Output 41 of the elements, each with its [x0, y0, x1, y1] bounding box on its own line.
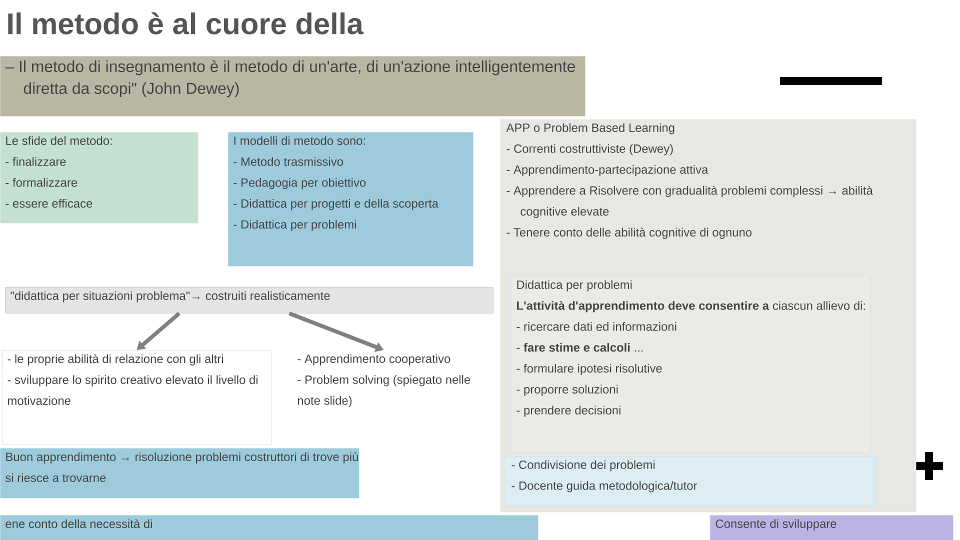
list-item: - sviluppare lo spirito creativo elevato il livello di motivazione [8, 375, 258, 405]
list-item: - Apprendimento cooperativo [298, 354, 450, 366]
list-item: - le proprie abilità di relazione con gli altri [8, 354, 223, 366]
list-item: - fare stime e calcoli ... [516, 342, 643, 352]
list-item: - formalizzare [6, 178, 78, 187]
list-item: ene conto della necessità di [6, 519, 152, 528]
banner [710, 515, 954, 540]
list-item: I modelli di metodo sono: [234, 136, 365, 145]
list-item: - Problem solving (spiegato nelle note slide) [298, 375, 470, 408]
list-item: - prendere decisioni [516, 406, 620, 417]
list-item: - ricercare dati ed informazioni [516, 322, 676, 331]
list-item: - Docente guida metodologica/tutor [512, 481, 698, 492]
list-item: - proporre soluzioni [516, 384, 618, 396]
list-item: Le sfide del metodo: [6, 136, 112, 145]
list-item: - Pedagogia per obiettivo [234, 178, 366, 190]
quote-box [0, 56, 586, 116]
info-box [228, 132, 474, 266]
list-item: APP o Problem Based Learning [506, 123, 674, 134]
info-box [2, 350, 272, 444]
list-item: - Condivisione dei problemi [512, 460, 655, 472]
list-item: – Il metodo di insegnamento è il metodo di un'arte, di un'azione intelligentemente diretta da scopi" (John Dewey) [5, 60, 575, 98]
info-box [0, 132, 198, 224]
list-item: - Apprendere a Risolvere con gradualità problemi complessi → abilità cognitive elevate [506, 186, 873, 218]
list-item: - Apprendimento-partecipazione attiva [506, 165, 708, 176]
list-item: L'attività d'apprendimento deve consentire a ciascun allievo di: [517, 301, 865, 312]
list-item: - essere efficace [6, 198, 92, 208]
list-item: - formulare ipotesi risolutive [516, 364, 662, 376]
list-item: Consente di sviluppare [716, 519, 836, 530]
list-item: Buon apprendimento → risoluzione problemi costruttori di trove più si riesce a trovarne [6, 452, 358, 482]
list-item: Didattica per problemi [517, 280, 632, 292]
list-item: - Didattica per problemi [234, 220, 356, 232]
list-item: - Didattica per progetti e della scoperta [234, 198, 438, 210]
list-item: - Metodo trasmissivo [234, 157, 343, 166]
list-item: "didattica per situazioni problema"→ costruiti realisticamente [10, 291, 330, 302]
info-box [5, 287, 494, 314]
banner [0, 448, 360, 498]
list-item: - finalizzare [6, 157, 66, 166]
slide-title: Il metodo è al cuore della [8, 12, 364, 34]
banner [0, 515, 538, 540]
list-item: - Correnti costruttiviste (Dewey) [506, 144, 673, 156]
list-item: - Tenere conto delle abilità cognitive di ognuno [506, 228, 752, 239]
